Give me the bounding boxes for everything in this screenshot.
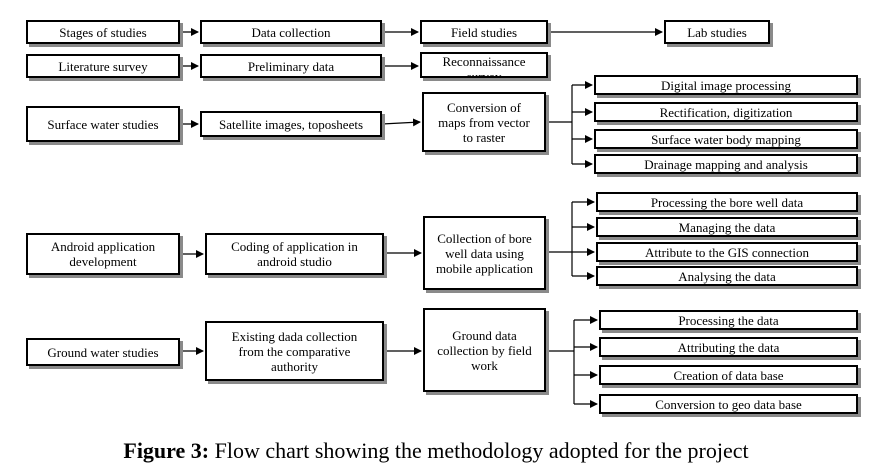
- ground-data-collection-box: Ground data collection by field work: [423, 308, 546, 392]
- android-output-1: Processing the bore well data: [596, 192, 858, 212]
- figure-label: Figure 3:: [123, 438, 210, 463]
- preliminary-data-box: Preliminary data: [200, 54, 382, 78]
- surface-output-1: Digital image processing: [594, 75, 858, 95]
- surface-output-2: Rectification, digitization: [594, 102, 858, 122]
- surface-output-4: Drainage mapping and analysis: [594, 154, 858, 174]
- existing-data-box: Existing dada collection from the compar…: [205, 321, 384, 381]
- android-output-3: Attribute to the GIS connection: [596, 242, 858, 262]
- ground-output-3: Creation of data base: [599, 365, 858, 385]
- android-output-2: Managing the data: [596, 217, 858, 237]
- surface-water-studies-box: Surface water studies: [26, 106, 180, 142]
- satellite-images-box: Satellite images, toposheets: [200, 111, 382, 137]
- ground-water-studies-box: Ground water studies: [26, 338, 180, 366]
- coding-app-box: Coding of application in android studio: [205, 233, 384, 275]
- lab-studies-box: Lab studies: [664, 20, 770, 44]
- ground-output-4: Conversion to geo data base: [599, 394, 858, 414]
- figure-caption-text: Flow chart showing the methodology adopt…: [209, 438, 749, 463]
- field-studies-box: Field studies: [420, 20, 548, 44]
- data-collection-box: Data collection: [200, 20, 382, 44]
- literature-survey-box: Literature survey: [26, 54, 180, 78]
- ground-output-2: Attributing the data: [599, 337, 858, 357]
- surface-output-3: Surface water body mapping: [594, 129, 858, 149]
- android-output-4: Analysing the data: [596, 266, 858, 286]
- arrow-satellite-to-conversion: [381, 118, 421, 127]
- android-app-box: Android application development: [26, 233, 180, 275]
- ground-output-1: Processing the data: [599, 310, 858, 330]
- collection-bore-well-box: Collection of bore well data using mobil…: [423, 216, 546, 290]
- reconnaissance-survey-box: Reconnaissance survey: [420, 52, 548, 78]
- stages-of-studies-box: Stages of studies: [26, 20, 180, 44]
- conversion-maps-box: Conversion of maps from vector to raster: [422, 92, 546, 152]
- figure-caption: Figure 3: Flow chart showing the methodo…: [0, 438, 872, 464]
